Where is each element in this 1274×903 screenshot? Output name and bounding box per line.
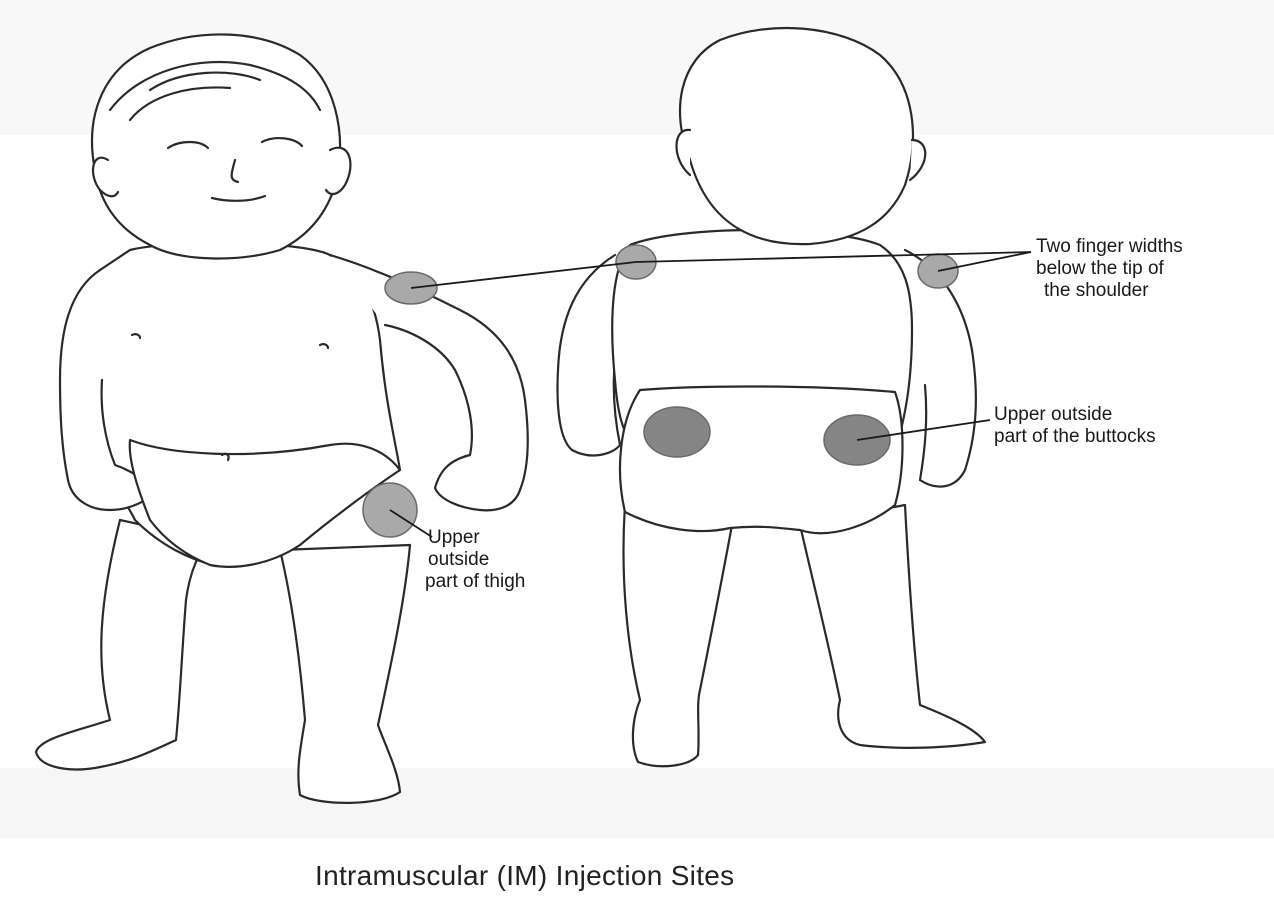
label-thigh-line-3: part of thigh bbox=[425, 571, 525, 593]
back-head bbox=[680, 28, 913, 244]
label-buttocks-line-1: Upper outside bbox=[994, 404, 1156, 426]
label-thigh: Upper outside part of thigh bbox=[428, 527, 525, 593]
back-left-ear bbox=[677, 130, 691, 175]
label-shoulder-line-2: below the tip of bbox=[1036, 258, 1183, 280]
label-buttocks: Upper outside part of the buttocks bbox=[994, 404, 1156, 448]
figure-caption: Intramuscular (IM) Injection Sites bbox=[0, 860, 1274, 892]
back-left-leg bbox=[623, 505, 732, 766]
front-right-ear bbox=[326, 148, 350, 194]
back-right-ear bbox=[910, 140, 925, 180]
front-view-child bbox=[36, 34, 528, 802]
label-shoulder-line-3: the shoulder bbox=[1036, 280, 1183, 302]
label-shoulder: Two finger widths below the tip of the s… bbox=[1036, 236, 1183, 302]
label-thigh-line-1: Upper bbox=[428, 527, 525, 549]
background-band-bottom bbox=[0, 768, 1274, 838]
label-buttocks-line-2: part of the buttocks bbox=[994, 426, 1156, 448]
back-view-child bbox=[558, 28, 985, 766]
front-right-leg bbox=[280, 545, 410, 803]
front-left-leg bbox=[36, 520, 210, 769]
label-thigh-line-2: outside bbox=[428, 549, 525, 571]
back-right-leg bbox=[800, 505, 985, 748]
site-back-left-buttock bbox=[644, 407, 710, 457]
back-left-arm bbox=[558, 255, 620, 455]
label-shoulder-line-1: Two finger widths bbox=[1036, 236, 1183, 258]
